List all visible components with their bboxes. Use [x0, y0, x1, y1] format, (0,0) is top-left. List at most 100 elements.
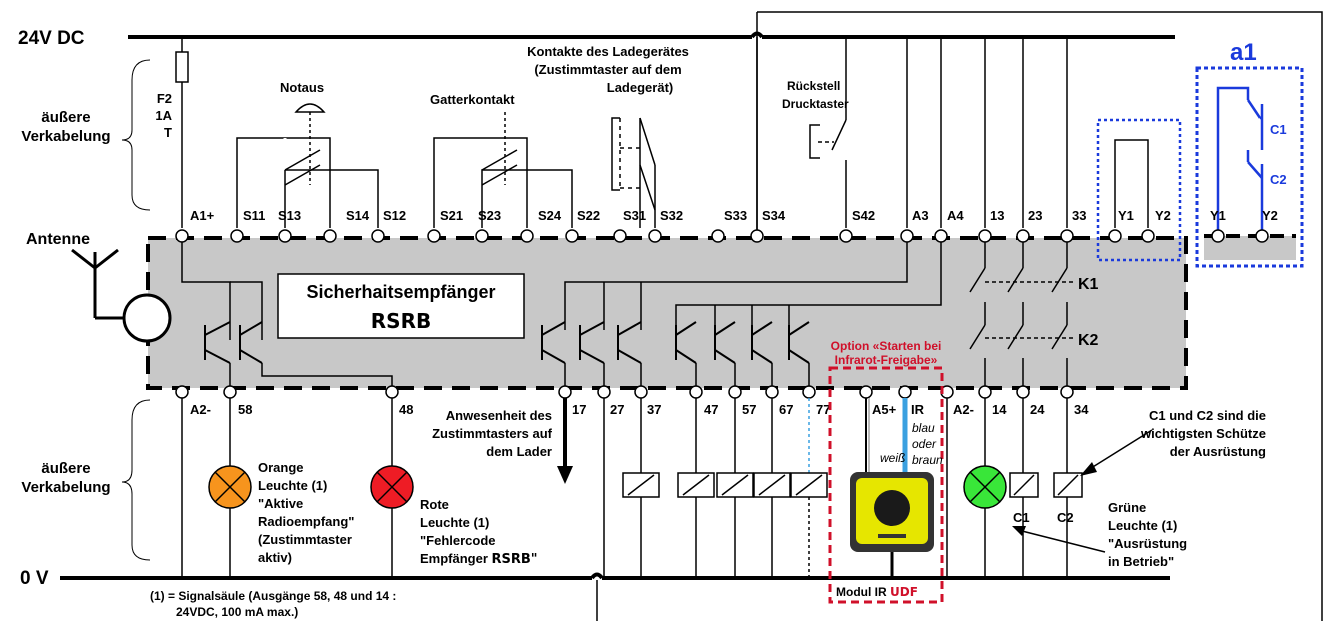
- page-frame: [757, 11, 1323, 621]
- term-s21: S21: [440, 208, 463, 223]
- red-lamp-icon: [370, 465, 414, 509]
- term-23: 23: [1028, 208, 1042, 223]
- term-s33: S33: [724, 208, 747, 223]
- lower-wiring-label-2: Verkabelung: [21, 479, 110, 496]
- c-note-line-3: der Ausrüstung: [1170, 444, 1266, 459]
- upper-wiring-label-2: Verkabelung: [21, 128, 110, 145]
- term-s12: S12: [383, 208, 406, 223]
- k2-label: K2: [1078, 332, 1099, 349]
- k1-label: K1: [1078, 276, 1099, 293]
- ladegeraet-label-1: Kontakte des Ladegerätes: [527, 44, 689, 59]
- orange-lamp-line-1: Orange: [258, 460, 304, 475]
- ladegeraet-label-3: Ladegerät): [607, 80, 673, 95]
- green-lamp-line-3: "Ausrüstung: [1108, 536, 1187, 551]
- term-a4: A4: [947, 208, 964, 223]
- fuse-label-1: F2: [157, 91, 172, 106]
- term-57: 57: [742, 402, 756, 417]
- ruckstell-label-2: Drucktaster: [782, 97, 849, 111]
- green-lamp-label: Grüne Leuchte (1) "Ausrüstung in Betrieb…: [1108, 500, 1187, 569]
- top-terminal-labels: A1+ S11 S13 S14 S12 S21 S23 S24 S22 S31 …: [190, 208, 1171, 223]
- bottom-terminal-labels: A2- 58 48 17 27 37 47 57 67 77 A5+ IR A2…: [190, 402, 1089, 417]
- term-47: 47: [704, 402, 718, 417]
- term-ir: IR: [911, 402, 925, 417]
- c-note-line-1: C1 und C2 sind die: [1149, 408, 1266, 423]
- wire-blau-label-3: braun: [912, 453, 943, 467]
- reset-button-icon: [809, 37, 847, 228]
- green-lamp-line-4: in Betrieb": [1108, 554, 1174, 569]
- a1-y1-label: Y1: [1210, 208, 1226, 223]
- c-note-label: C1 und C2 sind die wichtigsten Schütze d…: [1140, 408, 1266, 459]
- a1-contacts: [1216, 86, 1264, 232]
- term-s42: S42: [852, 208, 875, 223]
- term-a2: A2-: [190, 402, 211, 417]
- c-note-line-2: wichtigsten Schütze: [1140, 426, 1266, 441]
- orange-lamp-line-4: Radioempfang": [258, 514, 354, 529]
- red-lamp-line-2: Leuchte (1): [420, 515, 489, 530]
- term-13: 13: [990, 208, 1004, 223]
- fuse-icon: [175, 51, 189, 83]
- wire-blau-label-2: oder: [912, 437, 937, 451]
- term-34: 34: [1074, 402, 1089, 417]
- term-48: 48: [399, 402, 413, 417]
- relay-coils: [622, 472, 1083, 498]
- term-y2: Y2: [1155, 208, 1171, 223]
- red-lamp-line-3: "Fehlercode: [420, 533, 496, 548]
- coil-c2: C2: [1057, 510, 1074, 525]
- top-terminal-circles: [175, 229, 1155, 243]
- green-lamp-line-2: Leuchte (1): [1108, 518, 1177, 533]
- term-y1: Y1: [1118, 208, 1134, 223]
- notaus-label: Notaus: [280, 80, 324, 95]
- orange-lamp-icon: [208, 465, 252, 509]
- term-s34: S34: [762, 208, 786, 223]
- transistor-group: [204, 321, 810, 364]
- red-lamp-line-1: Rote: [420, 497, 449, 512]
- antenna-icon: [71, 248, 172, 343]
- option-label-2: Infrarot-Freigabe»: [835, 353, 938, 367]
- term-17: 17: [572, 402, 586, 417]
- wire-blau-label-1: blau: [912, 421, 935, 435]
- rail-0v-label: 0 V: [20, 568, 49, 589]
- orange-lamp-line-3: "Aktive: [258, 496, 303, 511]
- term-s24: S24: [538, 208, 562, 223]
- term-s32: S32: [660, 208, 683, 223]
- y-bridge-frame: [1096, 118, 1182, 262]
- term-a1: A1+: [190, 208, 215, 223]
- wire-weiss-label: weiß: [880, 451, 905, 465]
- term-s14: S14: [346, 208, 370, 223]
- footnote-line-2: 24VDC, 100 mA max.): [176, 605, 298, 619]
- orange-lamp-line-6: aktiv): [258, 550, 292, 565]
- ruckstell-label-1: Rückstell: [787, 79, 840, 93]
- term-s31: S31: [623, 208, 646, 223]
- term-a2b: A2-: [953, 402, 974, 417]
- upper-wiring-label-1: äußere: [41, 109, 90, 126]
- green-lamp-icon: [963, 465, 1007, 509]
- term-37: 37: [647, 402, 661, 417]
- antenna-label: Antenne: [26, 231, 90, 248]
- a1-c2-label: C2: [1270, 172, 1287, 187]
- receiver-model: RSRB: [371, 309, 431, 333]
- fuse-label-2: 1A: [155, 108, 172, 123]
- ir-module-icon: [850, 472, 934, 552]
- a1-c1-label: C1: [1270, 122, 1287, 137]
- anwesenheit-label: Anwesenheit des Zustimmtasters auf dem L…: [432, 408, 553, 459]
- orange-lamp-line-2: Leuchte (1): [258, 478, 327, 493]
- footnote-line-1: (1) = Signalsäule (Ausgänge 58, 48 und 1…: [150, 589, 396, 603]
- coil-c1: C1: [1013, 510, 1030, 525]
- a1-title: a1: [1230, 39, 1257, 66]
- option-ir-frame: [828, 366, 944, 604]
- term-s13: S13: [278, 208, 301, 223]
- lower-wiring-label-1: äußere: [41, 460, 90, 477]
- orange-lamp-label: Orange Leuchte (1) "Aktive Radioempfang"…: [258, 460, 354, 565]
- green-lamp-line-1: Grüne: [1108, 500, 1146, 515]
- term-27: 27: [610, 402, 624, 417]
- term-s22: S22: [577, 208, 600, 223]
- a1-frame: [1195, 66, 1304, 268]
- orange-lamp-line-5: (Zustimmtaster: [258, 532, 352, 547]
- term-a3: A3: [912, 208, 929, 223]
- option-label-1: Option «Starten bei: [831, 339, 942, 353]
- module-label: Modul IR UDF: [836, 585, 918, 599]
- term-s23: S23: [478, 208, 501, 223]
- red-lamp-label: Rote Leuchte (1) "Fehlercode Empfänger R…: [420, 497, 538, 567]
- receiver-title-box: [277, 273, 525, 339]
